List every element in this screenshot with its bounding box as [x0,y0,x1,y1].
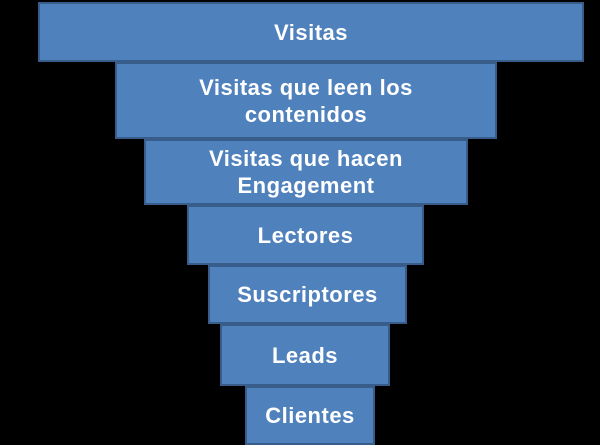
funnel-stage-visitas: Visitas [38,2,584,62]
stage-label-line: Visitas que leen los [199,74,413,100]
funnel-stage-leads: Leads [220,324,390,386]
stage-label: Leads [272,342,338,369]
stage-label: Suscriptores [237,281,378,308]
stage-label: Visitas [274,19,348,46]
stage-label-line: Clientes [265,403,355,428]
funnel-stage-engagement: Visitas que hacen Engagement [144,139,468,205]
stage-label-line: Lectores [257,222,354,248]
stage-label-line: Visitas [273,19,349,45]
stage-label: Clientes [265,402,355,429]
funnel-stage-clientes: Clientes [245,386,375,445]
funnel-stage-suscriptores: Suscriptores [208,265,407,324]
stage-label-line: contenidos [244,101,368,127]
stage-label-line: Engagement [237,173,375,198]
stage-label-line: Suscriptores [237,282,378,307]
stage-label-line: Leads [271,342,339,368]
stage-label: Visitas que hacen Engagement [209,145,403,199]
stage-label: Lectores [258,222,354,249]
funnel-stage-visitas-que-leen: Visitas que leen los contenidos [115,62,497,139]
stage-label: Visitas que leen los contenidos [199,74,413,128]
stage-label-line: Visitas que hacen [209,146,403,171]
funnel-stage-lectores: Lectores [187,205,424,265]
